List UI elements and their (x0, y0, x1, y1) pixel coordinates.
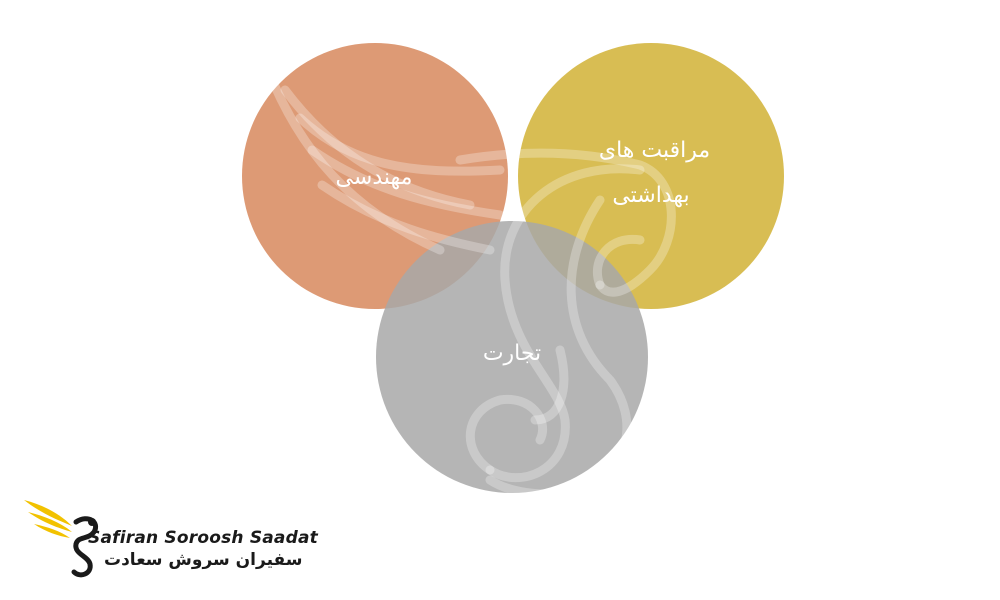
healthcare-label-line-1: مراقبت های (599, 138, 710, 163)
engineering-label: مهندسی (336, 165, 413, 190)
trade-label-line-1: تجارت (483, 341, 541, 366)
healthcare-label: مراقبت های بهداشتی (592, 138, 710, 208)
healthcare-label-line-2: بهداشتی (612, 183, 689, 208)
company-logo: Safiran Soroosh Saadat سفیران سروش سعادت (18, 492, 318, 582)
logo-name-persian: سفیران سروش سعادت (104, 550, 303, 570)
watermark-swan-icon (263, 65, 676, 499)
trade-circle (376, 221, 648, 493)
engineering-label-line-1: مهندسی (336, 165, 413, 190)
trade-label: تجارت (483, 341, 541, 366)
swan-wing-logo-icon (24, 500, 98, 578)
logo-name-english: Safiran Soroosh Saadat (88, 528, 318, 548)
